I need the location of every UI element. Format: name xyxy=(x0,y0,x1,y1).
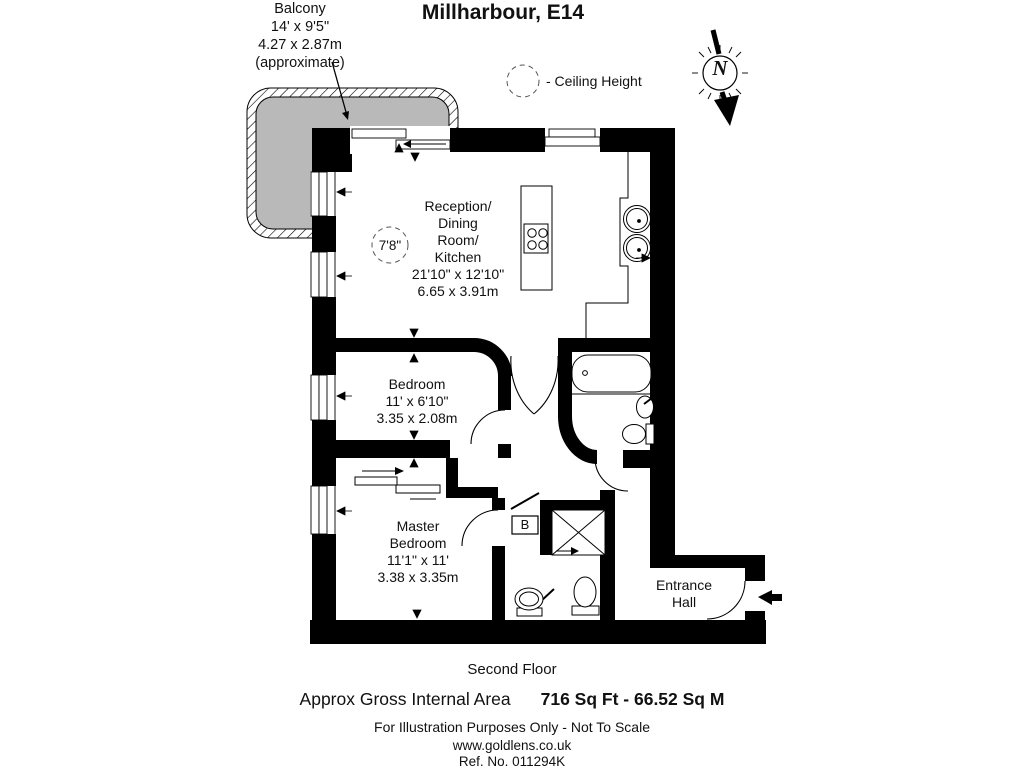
door-entrance-arc xyxy=(706,580,746,620)
windows xyxy=(310,126,601,535)
reception-dim-metric: 6.65 x 3.91m xyxy=(417,283,499,299)
kitchen-counter xyxy=(585,152,629,338)
bedroom-label: Bedroom 11' x 6'10" 3.35 x 2.08m xyxy=(357,376,477,427)
window-kitchen xyxy=(544,127,601,153)
door-bathroom-arc xyxy=(594,457,629,492)
balcony-label: Balcony 14' x 9'5" 4.27 x 2.87m (approxi… xyxy=(240,0,360,72)
disclaimer: For Illustration Purposes Only - Not To … xyxy=(374,719,650,735)
compass-arrowhead xyxy=(714,95,739,126)
bathroom-toilet xyxy=(622,423,655,445)
master-bedroom-label: Master Bedroom 11'1" x 11' 3.38 x 3.35m xyxy=(358,518,478,586)
reception-dim-imperial: 21'10" x 12'10" xyxy=(411,266,505,282)
wall-entry-jamb-top xyxy=(745,555,765,581)
reception-line: Room/ xyxy=(437,232,479,248)
entrance-arrow xyxy=(758,590,782,605)
door-master-arc xyxy=(461,509,499,547)
balcony-pointer-arrow xyxy=(331,61,349,120)
wall-master-north xyxy=(446,487,498,498)
master-line: Bedroom xyxy=(389,535,447,551)
bathroom-basin xyxy=(636,395,654,419)
window-reception-1 xyxy=(310,171,337,217)
bedroom-dim-imperial: 11' x 6'10" xyxy=(385,393,449,409)
reception-line: Kitchen xyxy=(434,249,482,265)
entrance-line: Entrance xyxy=(655,577,713,593)
wall-hall-north xyxy=(650,555,765,568)
floor-name: Second Floor xyxy=(467,661,557,678)
ceiling-height-legend-circle xyxy=(506,64,540,98)
door-cupboard-leaf xyxy=(510,492,540,510)
reception-ceiling-height: 7'8" xyxy=(378,238,402,253)
master-dim-metric: 3.38 x 3.35m xyxy=(377,569,459,585)
dimension-markers xyxy=(336,143,651,619)
kitchen-island xyxy=(520,185,553,291)
wall-bedroom-east-stub xyxy=(498,444,511,458)
wall-bedroom-south xyxy=(324,440,450,458)
wall-ensuite-mid xyxy=(540,500,552,555)
entrance-hall-label: Entrance Hall xyxy=(644,577,724,611)
master-dim-imperial: 11'1" x 11' xyxy=(387,552,449,568)
door-hall-petal-left xyxy=(510,355,535,415)
north-compass xyxy=(692,29,748,126)
shower xyxy=(551,509,606,556)
wall-step-vertical xyxy=(446,458,458,488)
window-bedroom xyxy=(310,374,337,421)
door-hall-petal-right xyxy=(533,355,559,415)
reception-line: Dining xyxy=(438,215,478,231)
balcony-dim-imperial: 14' x 9'5" xyxy=(270,19,330,35)
balcony-note: (approximate) xyxy=(255,55,345,71)
ensuite-toilet xyxy=(571,576,600,616)
window-master xyxy=(310,485,337,535)
balcony-name: Balcony xyxy=(274,1,326,17)
ceiling-height-circle-reception xyxy=(371,226,409,264)
kitchen-sinks xyxy=(623,205,651,262)
wall-corridor-west-b xyxy=(492,546,505,620)
entrance-line: Hall xyxy=(671,594,697,610)
wall-bathroom-west xyxy=(558,338,572,418)
wall-south xyxy=(310,620,766,644)
bedroom-dim-metric: 3.35 x 2.08m xyxy=(376,410,458,426)
reference-number: Ref. No. 011294K xyxy=(458,754,566,768)
wall-northwest-corner xyxy=(312,128,352,172)
area-value: 716 Sq Ft - 66.52 Sq M xyxy=(540,689,725,709)
master-line: Master xyxy=(396,518,440,534)
wardrobe xyxy=(354,467,441,500)
website: www.goldlens.co.uk xyxy=(452,738,572,753)
wall-reception-bedroom xyxy=(324,338,474,352)
bedroom-name: Bedroom xyxy=(388,376,446,392)
wall-bathroom-south xyxy=(623,450,653,468)
reception-line: Reception/ xyxy=(424,198,492,214)
compass-circle xyxy=(702,55,738,91)
bathtub xyxy=(571,354,652,395)
boiler-label: B xyxy=(520,517,530,532)
page-title: Millharbour, E14 xyxy=(421,1,585,24)
balcony-dim-metric: 4.27 x 2.87m xyxy=(258,37,342,53)
wall-corridor-west-a xyxy=(492,498,505,510)
wall-bathroom-curve xyxy=(558,415,598,464)
ceiling-height-legend-label: - Ceiling Height xyxy=(546,73,642,89)
reception-label: Reception/ Dining Room/ Kitchen 21'10" x… xyxy=(398,198,518,300)
compass-shaft-top xyxy=(710,29,722,55)
window-reception-2 xyxy=(310,251,337,298)
ensuite-basin xyxy=(514,587,544,617)
wall-ensuite-north xyxy=(552,500,602,512)
wall-bathroom-north xyxy=(558,338,675,352)
area-line: Approx Gross Internal Area 716 Sq Ft - 66… xyxy=(0,689,1024,710)
north-label: N xyxy=(712,56,728,80)
boiler-cupboard xyxy=(511,515,539,535)
wall-bedroom-east-upper xyxy=(498,370,511,410)
area-label: Approx Gross Internal Area xyxy=(299,689,511,709)
door-bedroom-arc xyxy=(470,409,506,445)
